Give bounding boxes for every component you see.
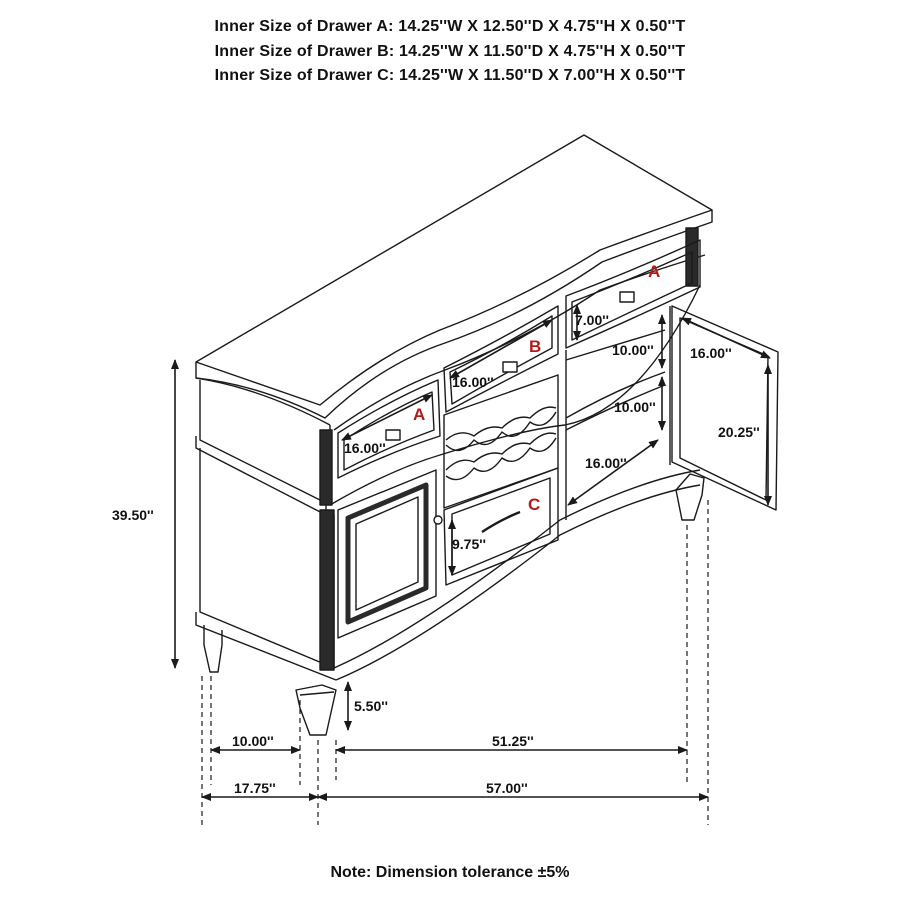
leg-width-label: 51.25'' — [492, 733, 534, 749]
drawer-c-height-label: 9.75'' — [452, 536, 486, 552]
drawer-c — [443, 467, 559, 586]
drawer-c-label: C — [528, 495, 540, 514]
leg-front-right — [675, 473, 705, 521]
leg-front-left — [295, 684, 337, 736]
drawer-a-left-label: A — [413, 405, 425, 424]
leg-back-left — [203, 625, 223, 673]
left-door — [337, 469, 437, 639]
drawer-b-width-label: 16.00'' — [452, 374, 494, 390]
door-height-label: 20.25'' — [718, 424, 760, 440]
drawer-a-right — [565, 239, 701, 349]
left-pilaster-lower — [319, 509, 335, 671]
leg-depth-label: 10.00'' — [232, 733, 274, 749]
width-total-label: 57.00'' — [486, 780, 528, 796]
left-pilaster-upper — [319, 429, 333, 506]
tolerance-note: Note: Dimension tolerance ±5% — [330, 864, 570, 881]
left-door-panel — [345, 482, 429, 625]
height-total-label: 39.50'' — [112, 507, 154, 523]
leg-height-label: 5.50'' — [354, 698, 388, 714]
depth-total-label: 17.75'' — [234, 780, 276, 796]
door-width-label: 16.00'' — [690, 345, 732, 361]
drawer-b-label: B — [529, 337, 541, 356]
drawer-a-left-width-label: 16.00'' — [344, 440, 386, 456]
shelf-lower-label: 10.00'' — [614, 399, 656, 415]
shelf-width-label: 16.00'' — [585, 455, 627, 471]
drawer-b-spec: Inner Size of Drawer B: 14.25''W X 11.50… — [214, 43, 686, 60]
shelf-upper-label: 10.00'' — [612, 342, 654, 358]
left-side — [199, 380, 331, 506]
drawer-c-spec: Inner Size of Drawer C: 14.25''W X 11.50… — [214, 67, 686, 84]
top-surface — [195, 134, 713, 406]
drawer-a-right-label: A — [648, 262, 660, 281]
wine-rack — [443, 374, 559, 509]
drawer-a-spec: Inner Size of Drawer A: 14.25''W X 12.50… — [214, 18, 686, 35]
drawer-a-right-height-label: 7.00'' — [575, 312, 609, 328]
